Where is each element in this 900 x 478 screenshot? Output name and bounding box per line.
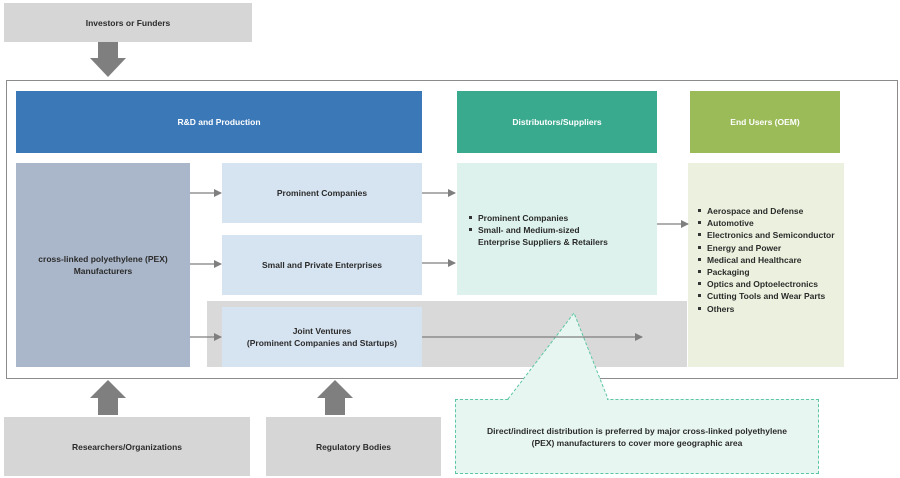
rnd-header: R&D and Production <box>16 91 422 153</box>
small-private-enterprises-box: Small and Private Enterprises <box>222 235 422 295</box>
distributor-item: Prominent Companies <box>469 212 657 224</box>
callout-pointer <box>506 311 609 400</box>
end-user-item: Aerospace and Defense <box>698 205 844 217</box>
small-private-enterprises-label: Small and Private Enterprises <box>262 260 382 270</box>
end-user-item: Automotive <box>698 217 844 229</box>
researchers-box: Researchers/Organizations <box>4 417 250 476</box>
distributor-list: Prominent Companies Small- and Medium-si… <box>469 212 657 249</box>
joint-ventures-box: Joint Ventures (Prominent Companies and … <box>222 307 422 367</box>
end-users-header-label: End Users (OEM) <box>730 117 800 127</box>
distributors-header-label: Distributors/Suppliers <box>512 117 602 127</box>
manufacturers-label: cross-linked polyethylene (PEX) Manufact… <box>38 254 168 276</box>
distributor-item: Small- and Medium-sized Enterprise Suppl… <box>469 224 657 248</box>
joint-ventures-label: Joint Ventures <box>292 326 352 336</box>
investors-label: Investors or Funders <box>85 17 171 28</box>
manufacturers-box: cross-linked polyethylene (PEX) Manufact… <box>16 163 190 367</box>
end-users-header: End Users (OEM) <box>690 91 840 153</box>
end-users-box: Aerospace and Defense Automotive Electro… <box>688 163 844 367</box>
prominent-companies-box: Prominent Companies <box>222 163 422 223</box>
regulatory-up-arrow <box>317 380 353 415</box>
distributors-header: Distributors/Suppliers <box>457 91 657 153</box>
distributors-box: Prominent Companies Small- and Medium-si… <box>457 163 657 295</box>
end-user-item: Medical and Healthcare <box>698 254 844 266</box>
end-user-item: Cutting Tools and Wear Parts <box>698 290 844 302</box>
end-user-item: Electronics and Semiconductor <box>698 229 844 241</box>
end-user-item: Others <box>698 303 844 315</box>
rnd-header-label: R&D and Production <box>177 117 261 127</box>
joint-ventures-sublabel: (Prominent Companies and Startups) <box>246 338 398 348</box>
researchers-label: Researchers/Organizations <box>71 441 183 452</box>
prominent-companies-label: Prominent Companies <box>276 188 368 198</box>
distribution-callout-text: Direct/indirect distribution is preferre… <box>487 425 787 448</box>
distribution-callout: Direct/indirect distribution is preferre… <box>455 399 819 474</box>
investors-box: Investors or Funders <box>4 3 252 42</box>
end-user-item: Energy and Power <box>698 242 844 254</box>
researchers-up-arrow <box>90 380 126 415</box>
end-user-item: Optics and Optoelectronics <box>698 278 844 290</box>
end-user-list: Aerospace and Defense Automotive Electro… <box>698 205 844 315</box>
regulatory-bodies-label: Regulatory Bodies <box>315 441 392 452</box>
end-user-item: Packaging <box>698 266 844 278</box>
investors-down-arrow <box>90 42 126 77</box>
regulatory-bodies-box: Regulatory Bodies <box>266 417 441 476</box>
